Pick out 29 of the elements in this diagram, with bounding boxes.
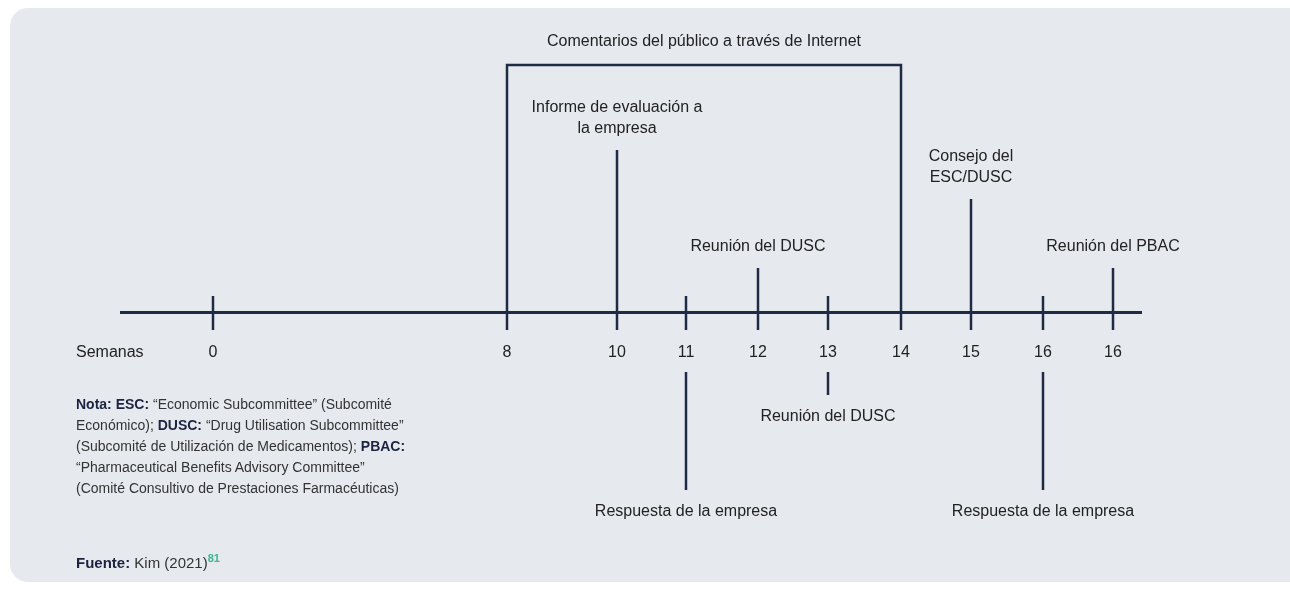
tick-label: 10: [608, 343, 626, 361]
event-label: Respuesta de la empresa: [938, 500, 1148, 521]
leader-line: [1041, 372, 1045, 490]
tick-label: 15: [962, 343, 980, 361]
event-label: Reunión del DUSC: [748, 405, 908, 426]
tick-label: 16: [1104, 343, 1122, 361]
leader-line: [684, 372, 688, 490]
leader-line: [969, 199, 973, 311]
tick-label: 0: [208, 343, 218, 361]
leader-line: [756, 268, 760, 311]
tick-label: 12: [749, 343, 767, 361]
tick-label: 11: [677, 343, 695, 361]
event-label: Consejo del ESC/DUSC: [916, 145, 1026, 187]
axis-title: Semanas: [76, 343, 144, 361]
note-text: Nota: ESC: “Economic Subcommittee” (Subcomité Económico); DUSC: “Drug Utilisation Subcommittee” (Subcomité de Utilización de Medicamentos); PBAC: “Pharmaceutical Benefits Advisory Committee” (Comité Consultivo de Prestaciones Farmacéuticas): [76, 395, 406, 498]
source-text: Fuente: Kim (2021)$^{81}$: [76, 551, 220, 573]
bracket-label: Comentarios del público a través de Internet: [547, 32, 861, 50]
tick-label: 8: [502, 343, 512, 361]
event-label: Reunión del PBAC: [1033, 235, 1193, 256]
event-label: Informe de evaluación a la empresa: [527, 96, 707, 138]
leader-line: [615, 150, 619, 311]
event-label: Reunión del DUSC: [678, 235, 838, 256]
tick-label: 13: [819, 343, 837, 361]
timeline-axis: [120, 310, 1142, 314]
tick-label: 16: [1034, 343, 1052, 361]
leader-line: [826, 372, 830, 395]
event-label: Respuesta de la empresa: [581, 500, 791, 521]
tick-label: 14: [892, 343, 910, 361]
leader-line: [1111, 268, 1115, 311]
